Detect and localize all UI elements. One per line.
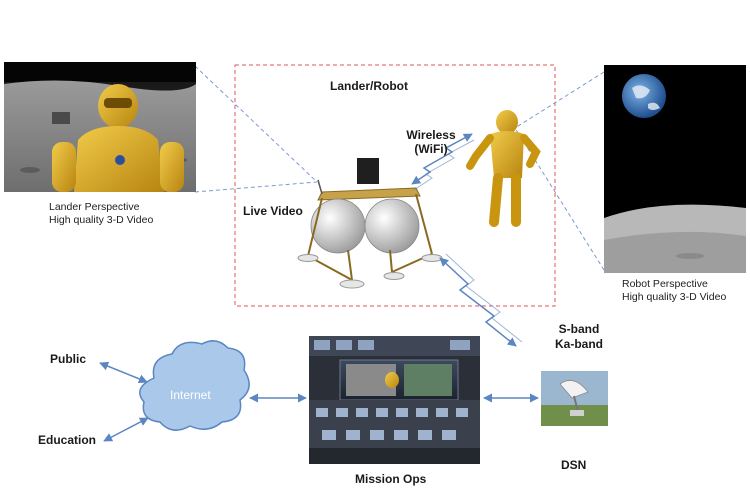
space-link: [439, 257, 517, 347]
lander-perspective-image: [4, 62, 196, 192]
humanoid-robot-icon: [466, 110, 541, 227]
lunar-lander-icon: [297, 158, 443, 289]
internet-cloud-icon: [139, 340, 250, 431]
lander-perspective-caption: Lander Perspective High quality 3-D Vide…: [49, 201, 154, 226]
mission-ops-label: Mission Ops: [355, 472, 427, 486]
perspective-lines: [194, 65, 605, 271]
band-label: S-band Ka-band: [555, 322, 603, 351]
satellite-dish-icon: [559, 380, 589, 416]
robot-figure-left: [52, 84, 184, 192]
ground-connectors: [99, 361, 539, 442]
mission-ops-image: [309, 336, 480, 464]
education-label: Education: [38, 433, 97, 447]
wireless-label: Wireless (WiFi): [406, 128, 456, 156]
robot-perspective-caption: Robot Perspective High quality 3-D Video: [622, 278, 727, 303]
lander-robot-label: Lander/Robot: [330, 79, 408, 93]
robot-perspective-image: [604, 65, 746, 273]
internet-label: Internet: [170, 388, 211, 402]
dsn-label: DSN: [561, 458, 587, 472]
lander-robot-boundary: [234, 64, 556, 307]
live-video-label: Live Video: [243, 204, 303, 218]
dsn-image: [541, 371, 608, 426]
public-label: Public: [50, 352, 87, 366]
